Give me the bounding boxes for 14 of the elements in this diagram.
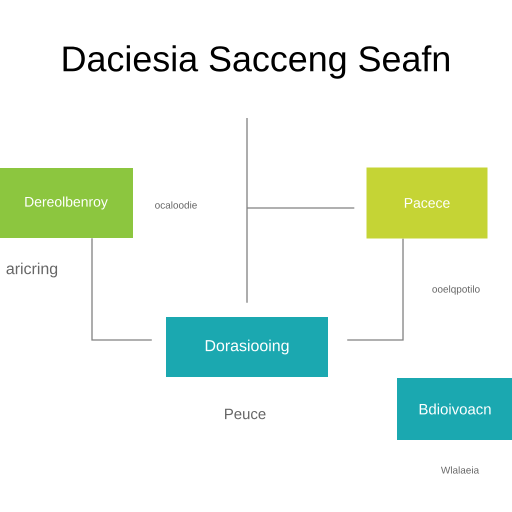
process-box: Pacece [366, 168, 488, 238]
process-box: Dorasiooing [166, 317, 328, 377]
connector-line [246, 118, 248, 303]
connector-line [91, 238, 152, 341]
title: Daciesia Sacceng Seafn [64, 45, 449, 79]
label: aricring [6, 262, 58, 278]
process-box: Dereolbenroy [0, 168, 133, 238]
process-box: Bdioivoacn [397, 378, 512, 440]
connector-line [247, 207, 354, 209]
label: Wlalaeia [440, 466, 480, 474]
label: Peuce [225, 408, 266, 420]
label: ooelqpotilo [432, 285, 480, 295]
label: ocaloodie [155, 201, 197, 209]
connector-line [347, 238, 404, 341]
